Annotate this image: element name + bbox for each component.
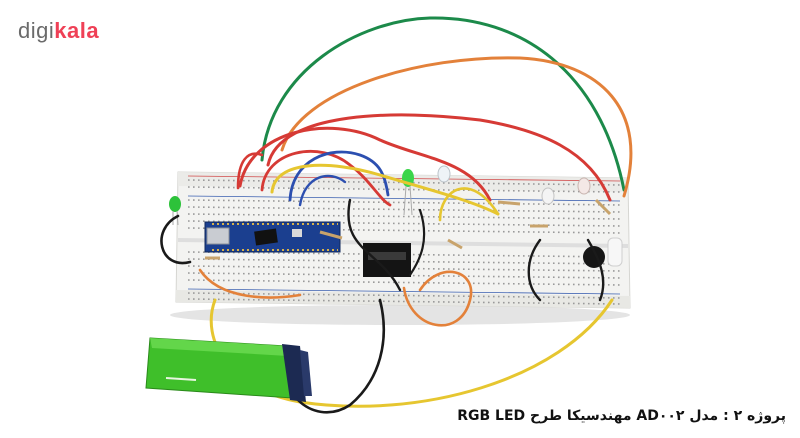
leds xyxy=(169,165,591,226)
project-caption: پروژه ۲ : مدل AD۰۰۲ مهندسیکا طرح RGB LED xyxy=(457,408,786,424)
logo-text-kala: kala xyxy=(54,18,100,43)
logo-text-digi: digi xyxy=(18,18,55,43)
battery-9v xyxy=(145,337,312,402)
board-shadow xyxy=(170,305,630,325)
resistors xyxy=(205,198,612,260)
rgb-led-side xyxy=(607,237,623,267)
jumper-wires xyxy=(160,16,633,414)
arduino-nano-board xyxy=(204,221,341,253)
